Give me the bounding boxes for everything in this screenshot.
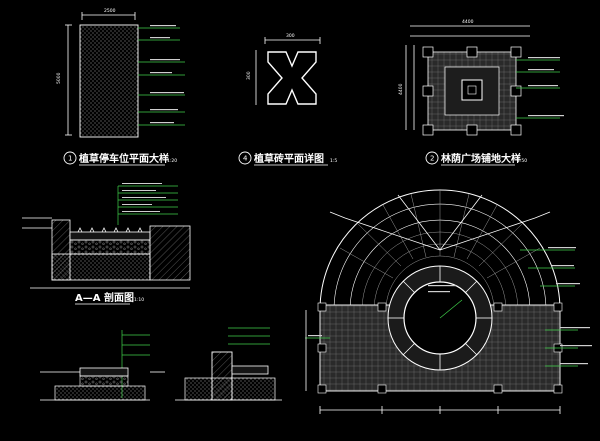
grass-paver-layer — [69, 231, 151, 241]
plan2-number: 2 — [430, 155, 434, 163]
plan1-marker-icon — [63, 151, 77, 165]
curb-right-leaders — [228, 327, 270, 345]
plan4-number: 4 — [243, 155, 248, 163]
bottom-dimension-ticks — [319, 406, 561, 414]
radiating-guides — [329, 194, 551, 251]
sand-bed-layer — [69, 239, 151, 255]
parking-plan-drawing: 2500 5000 1 植草停车位平面大样 1:20 — [56, 8, 185, 166]
curb-section-left-drawing — [40, 330, 165, 401]
section-a-a-scale: 1:10 — [134, 297, 144, 303]
plan1-dim-width: 2500 — [104, 8, 116, 14]
grass-tufts — [77, 227, 143, 233]
tree-pit — [461, 79, 483, 101]
corner-posts — [422, 46, 522, 136]
section-a-a-title: A—A 剖面图 — [75, 291, 134, 304]
arched-plaza-plan-drawing — [305, 189, 592, 414]
plan2-marker-icon — [425, 151, 439, 165]
plan2-title: 林荫广场铺地大样 — [441, 152, 521, 165]
paver-brick-drawing: 300 300 4 植草砖平面详图 1:5 — [238, 33, 337, 166]
gravel-base-layer — [51, 253, 151, 281]
section-annotation-text-marks — [122, 183, 166, 212]
plan1-annotation-text-marks — [150, 25, 184, 124]
plan4-marker-icon — [238, 151, 252, 165]
plan2-dim-width: 4400 — [462, 19, 474, 25]
plan1-title: 植草停车位平面大样 — [78, 152, 169, 165]
concrete-footing — [149, 225, 191, 281]
plan2-dim-height: 4400 — [398, 83, 404, 95]
plan1-annotation-leaders — [138, 27, 185, 126]
plan4-dim-width: 300 — [286, 33, 295, 39]
plaza-paving-drawing: 4400 4400 2 林荫广场铺地大样 1:50 — [398, 19, 564, 166]
plan2-annotation-leaders — [516, 59, 560, 119]
plan4-title: 植草砖平面详图 — [253, 152, 324, 165]
plan1-number: 1 — [68, 155, 72, 163]
section-annotation-leaders — [117, 185, 178, 225]
ring-joints — [388, 266, 492, 370]
plan1-scale: 1:20 — [167, 158, 177, 164]
curb-section-right-drawing — [175, 327, 282, 401]
grass-paver-field — [79, 24, 139, 138]
plan4-scale: 1:5 — [330, 158, 337, 164]
section-a-a-drawing: A—A 剖面图 1:10 — [22, 183, 191, 305]
x-shaped-paver — [267, 51, 317, 105]
plaza-annotation-text-marks — [308, 247, 592, 365]
arch-radial-joints — [339, 190, 541, 279]
plaza-annotation-leaders — [305, 249, 578, 367]
plan2-annotation-text-marks — [528, 57, 564, 117]
plan1-dim-height: 5000 — [56, 72, 62, 84]
plan2-scale: 1:50 — [517, 158, 527, 164]
plan4-dim-height: 300 — [246, 71, 252, 80]
